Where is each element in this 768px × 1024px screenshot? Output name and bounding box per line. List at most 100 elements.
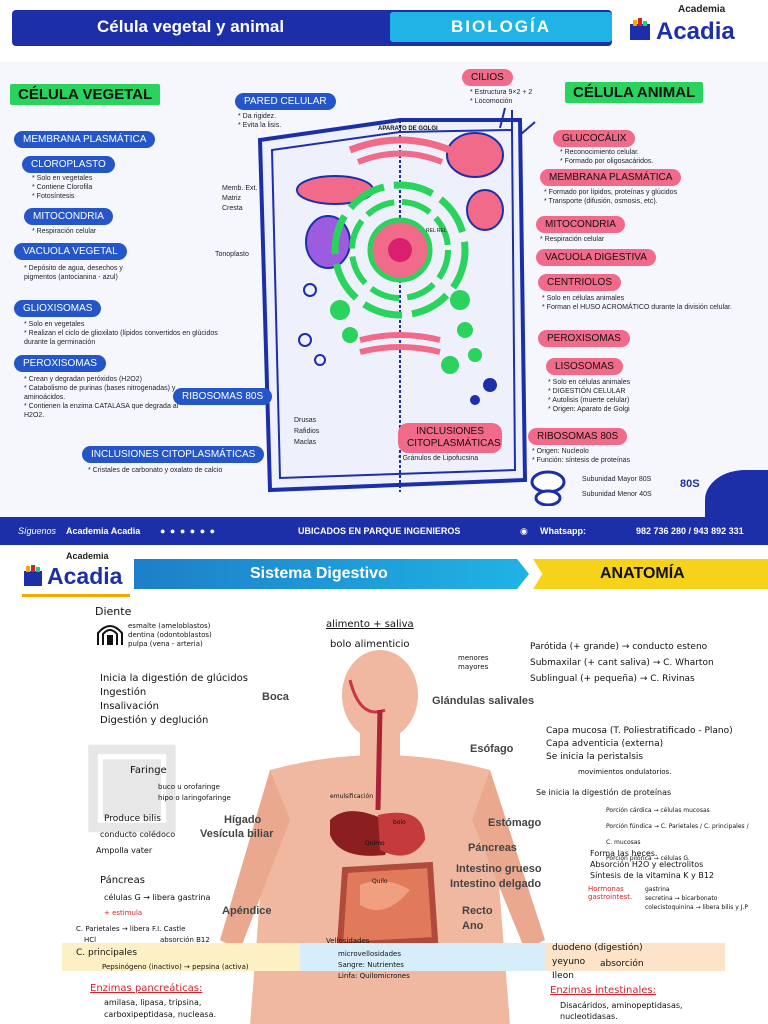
label-pared: PARED CELULAR xyxy=(235,93,336,110)
label-peroxisomas: PEROXISOMAS xyxy=(14,355,106,372)
absorcion: absorción xyxy=(600,959,644,969)
footer-1: Síguenos Academia Acadia ● ● ● ● ● ● UBI… xyxy=(0,517,768,545)
enz-intestinales-list: Disacáridos, aminopeptidasas, nucleotida… xyxy=(560,1001,683,1021)
label-centriolos: CENTRIOLOS xyxy=(538,274,622,291)
rer-label: REL REL xyxy=(426,228,447,234)
quilo: Quilo xyxy=(372,878,388,885)
notes-centriolos: Solo en células animalesForman el HUSO A… xyxy=(542,294,732,312)
whatsapp-icon[interactable]: ◉ xyxy=(520,526,528,536)
logo-2: Academia Acadia xyxy=(22,551,132,597)
highlight-3 xyxy=(545,943,725,971)
estimula: + estimula xyxy=(104,909,143,917)
notes-ig: Forma las heces.Absorción H2O y electrol… xyxy=(590,849,715,880)
notes-cloroplasto: Solo en vegetalesContiene ClorofilaFotos… xyxy=(32,174,93,201)
logo2-small: Academia xyxy=(66,551,109,561)
page-title-2: Sistema Digestivo xyxy=(250,565,388,582)
label-peroxisomas-animal: PEROXISOMAS xyxy=(538,330,630,347)
hcl: HCl xyxy=(84,936,97,944)
label-cilios: CILIOS xyxy=(462,69,513,86)
golgi-label: APARATO DE GOLGI xyxy=(378,126,438,132)
label-ribosomas-veg: RIBOSOMAS 80S xyxy=(173,388,273,405)
pancreas-hw: Páncreas xyxy=(100,875,145,886)
enz-intestinales: Enzimas intestinales: xyxy=(550,985,657,996)
social-icons[interactable]: ● ● ● ● ● ● xyxy=(160,526,217,536)
label-cloroplasto: CLOROPLASTO xyxy=(22,156,115,173)
emulsificacion: emulsificación xyxy=(330,793,373,800)
tonoplasto: Tonoplasto xyxy=(215,251,249,258)
highlight-2 xyxy=(300,943,545,971)
label-apendice: Apéndice xyxy=(222,905,272,917)
label-faringe: Faringe xyxy=(130,765,167,776)
ampolla: Ampolla vater xyxy=(96,846,153,855)
label-glandulas: Glándulas salivales xyxy=(432,695,535,707)
bolo: bolo alimenticio xyxy=(330,639,410,650)
c-principales: C. principales xyxy=(76,948,138,958)
celulas-g: células G → libera gastrina xyxy=(104,893,211,902)
label-ano: Ano xyxy=(462,920,484,932)
footer-phones[interactable]: 982 736 280 / 943 892 331 xyxy=(636,526,744,536)
title-bar-2 xyxy=(134,559,529,589)
hormonas: Hormonas gastrointest. xyxy=(588,885,633,901)
footer-siguenos: Síguenos xyxy=(18,526,57,536)
bolo2: bolo xyxy=(393,819,406,826)
logo2-big: Acadia xyxy=(47,563,123,589)
label-vacuola-digestiva: VACUOLA DIGESTIVA xyxy=(536,249,656,266)
watermark: ▣ xyxy=(80,718,184,841)
conducto: conducto colédoco xyxy=(100,830,176,839)
notes-mitocondria: Respiración celular xyxy=(32,227,97,236)
footer-location: UBICADOS EN PARQUE INGENIEROS xyxy=(298,526,461,536)
notes-vacuola: Depósito de agua, desechos y pigmentos (… xyxy=(24,264,134,282)
notes-diente: esmalte (ameloblastos)dentina (odontobla… xyxy=(128,622,212,648)
page-title: Célula vegetal y animal xyxy=(97,17,285,36)
label-boca: Boca xyxy=(262,691,289,703)
notes-membrana-animal: Formado por lípidos, proteínas y glúcido… xyxy=(544,188,744,206)
notes-pared: Da rigidez.Evita la lisis. xyxy=(238,112,282,130)
veg-heading: CÉLULA VEGETAL xyxy=(10,84,161,105)
alimento: alimento + saliva xyxy=(326,619,414,630)
quimo: Quimo xyxy=(365,840,385,847)
notes-esofago: Capa mucosa (T. Poliestratificado - Plan… xyxy=(546,726,733,762)
enz-pancreaticas: Enzimas pancreáticas: xyxy=(90,983,203,994)
notes-glucocalix: Reconocimiento celular.Formado por oligo… xyxy=(560,148,654,166)
subject-badge: BIOLOGÍA xyxy=(390,12,612,42)
ani-heading: CÉLULA ANIMAL xyxy=(565,82,704,103)
notes-ribosomas-animal: Origen: NucleoloFunción: síntesis de pro… xyxy=(532,447,630,465)
label-ribosomas-animal: RIBOSOMAS 80S xyxy=(528,428,628,445)
notes-inclusiones-veg: Cristales de carbonato y oxalato de calc… xyxy=(88,466,223,475)
subject-bar-2 xyxy=(533,559,768,589)
highlight-1 xyxy=(62,943,300,971)
label-recto: Recto xyxy=(462,905,493,917)
label-intestino-delgado: Intestino delgado xyxy=(450,878,542,890)
cell-infographic: Célula vegetal y animal BIOLOGÍA Academi… xyxy=(0,0,768,545)
logo-big: Acadia xyxy=(656,18,735,45)
notes-mitocondria-animal: Respiración celular xyxy=(540,235,605,244)
footer-name: Academia Acadia xyxy=(66,526,141,536)
footer-whatsapp: Whatsapp: xyxy=(540,526,586,536)
sub-menor: Subunidad Menor 40S xyxy=(582,491,652,498)
label-mitocondria-animal: MITOCONDRIA xyxy=(536,216,625,233)
cell-diagram: APARATO DE GOLGI REL REL xyxy=(257,107,536,493)
notes-lisosomas: Solo en células animalesDIGESTIÓN CELULA… xyxy=(548,378,630,414)
diente-title: Diente xyxy=(95,605,132,618)
logo2-icon xyxy=(24,565,42,586)
logo-small: Academia xyxy=(678,4,726,15)
absorcion-b12: absorción B12 xyxy=(160,936,210,944)
sub-mayor: Subunidad Mayor 80S xyxy=(582,476,652,483)
label-pancreas: Páncreas xyxy=(468,842,517,854)
vellosidades: Vellosidades xyxy=(326,937,370,945)
pepsinogeno: Pepsinógeno (inactivo) → pepsina (activa… xyxy=(102,963,249,971)
enz-pancreaticas-list: amilasa, lipasa, tripsina, carboxipeptid… xyxy=(104,998,217,1019)
est-inicia: Se inicia la digestión de proteínas xyxy=(536,788,672,797)
notes-peroxisomas: Crean y degradan peróxidos (H2O2)Catabol… xyxy=(24,375,194,420)
produce-bilis: Produce bilis xyxy=(104,814,161,824)
label-glioxisomas: GLIOXISOMAS xyxy=(14,300,102,317)
